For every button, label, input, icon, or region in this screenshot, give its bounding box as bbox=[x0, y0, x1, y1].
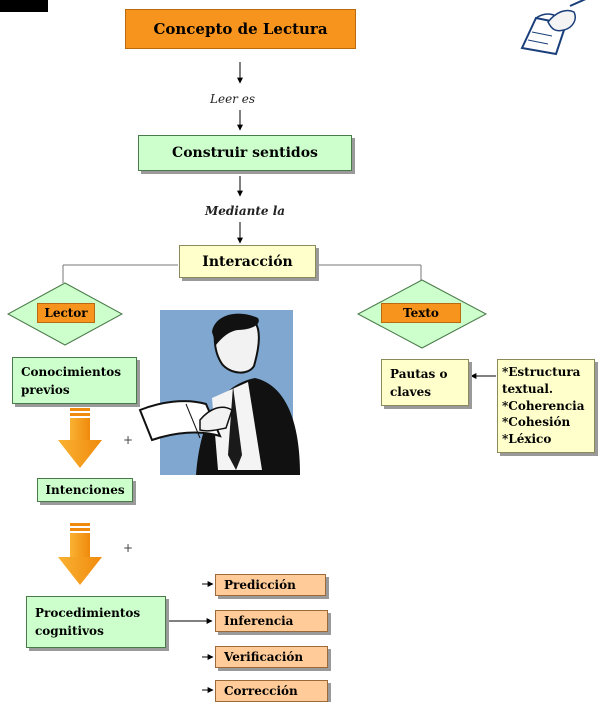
process-correccion: Corrección bbox=[215, 680, 328, 702]
orange-arrow-2 bbox=[58, 523, 102, 585]
process-prediccion: Predicción bbox=[215, 574, 326, 596]
process-inferencia: Inferencia bbox=[215, 610, 328, 632]
estructura-text: *Estructura textual. *Coherencia *Cohesi… bbox=[502, 365, 585, 447]
estructura-box: *Estructura textual. *Coherencia *Cohesi… bbox=[497, 359, 595, 453]
plus-sign-1: + bbox=[123, 433, 134, 447]
process-label: Verificación bbox=[224, 650, 304, 664]
title-text: Concepto de Lectura bbox=[153, 20, 328, 38]
process-label: Inferencia bbox=[224, 614, 294, 628]
intenciones-box: Intenciones bbox=[37, 478, 133, 502]
texto-label-box: Texto bbox=[381, 303, 461, 323]
procedimientos-cognitivos-text: Procedimientos cognitivos bbox=[35, 606, 141, 638]
writing-icon bbox=[520, 0, 586, 56]
pautas-claves-box: Pautas o claves bbox=[381, 359, 469, 406]
orange-arrow-1 bbox=[58, 408, 102, 468]
leer-es-label: Leer es bbox=[210, 92, 255, 106]
process-label: Corrección bbox=[224, 684, 298, 698]
lector-label-box: Lector bbox=[37, 303, 95, 323]
texto-text: Texto bbox=[403, 306, 439, 320]
interaccion-box: Interacción bbox=[179, 245, 316, 278]
plus-sign-2: + bbox=[123, 541, 134, 555]
process-label: Predicción bbox=[224, 578, 296, 592]
lector-text: Lector bbox=[44, 306, 88, 320]
conocimientos-previos-text: Conocimientos previos bbox=[21, 364, 122, 397]
pautas-claves-text: Pautas o claves bbox=[390, 366, 448, 399]
title-box: Concepto de Lectura bbox=[125, 9, 356, 49]
interaccion-text: Interacción bbox=[202, 253, 293, 270]
intenciones-text: Intenciones bbox=[45, 483, 125, 497]
conocimientos-previos-box: Conocimientos previos bbox=[12, 357, 137, 404]
construir-sentidos-box: Construir sentidos bbox=[138, 135, 352, 171]
process-verificacion: Verificación bbox=[215, 646, 328, 668]
construir-sentidos-text: Construir sentidos bbox=[172, 145, 318, 161]
reader-illustration bbox=[138, 310, 300, 475]
procedimientos-cognitivos-box: Procedimientos cognitivos bbox=[26, 596, 166, 648]
mediante-la-label: Mediante la bbox=[205, 204, 286, 218]
corner-block bbox=[0, 0, 48, 12]
